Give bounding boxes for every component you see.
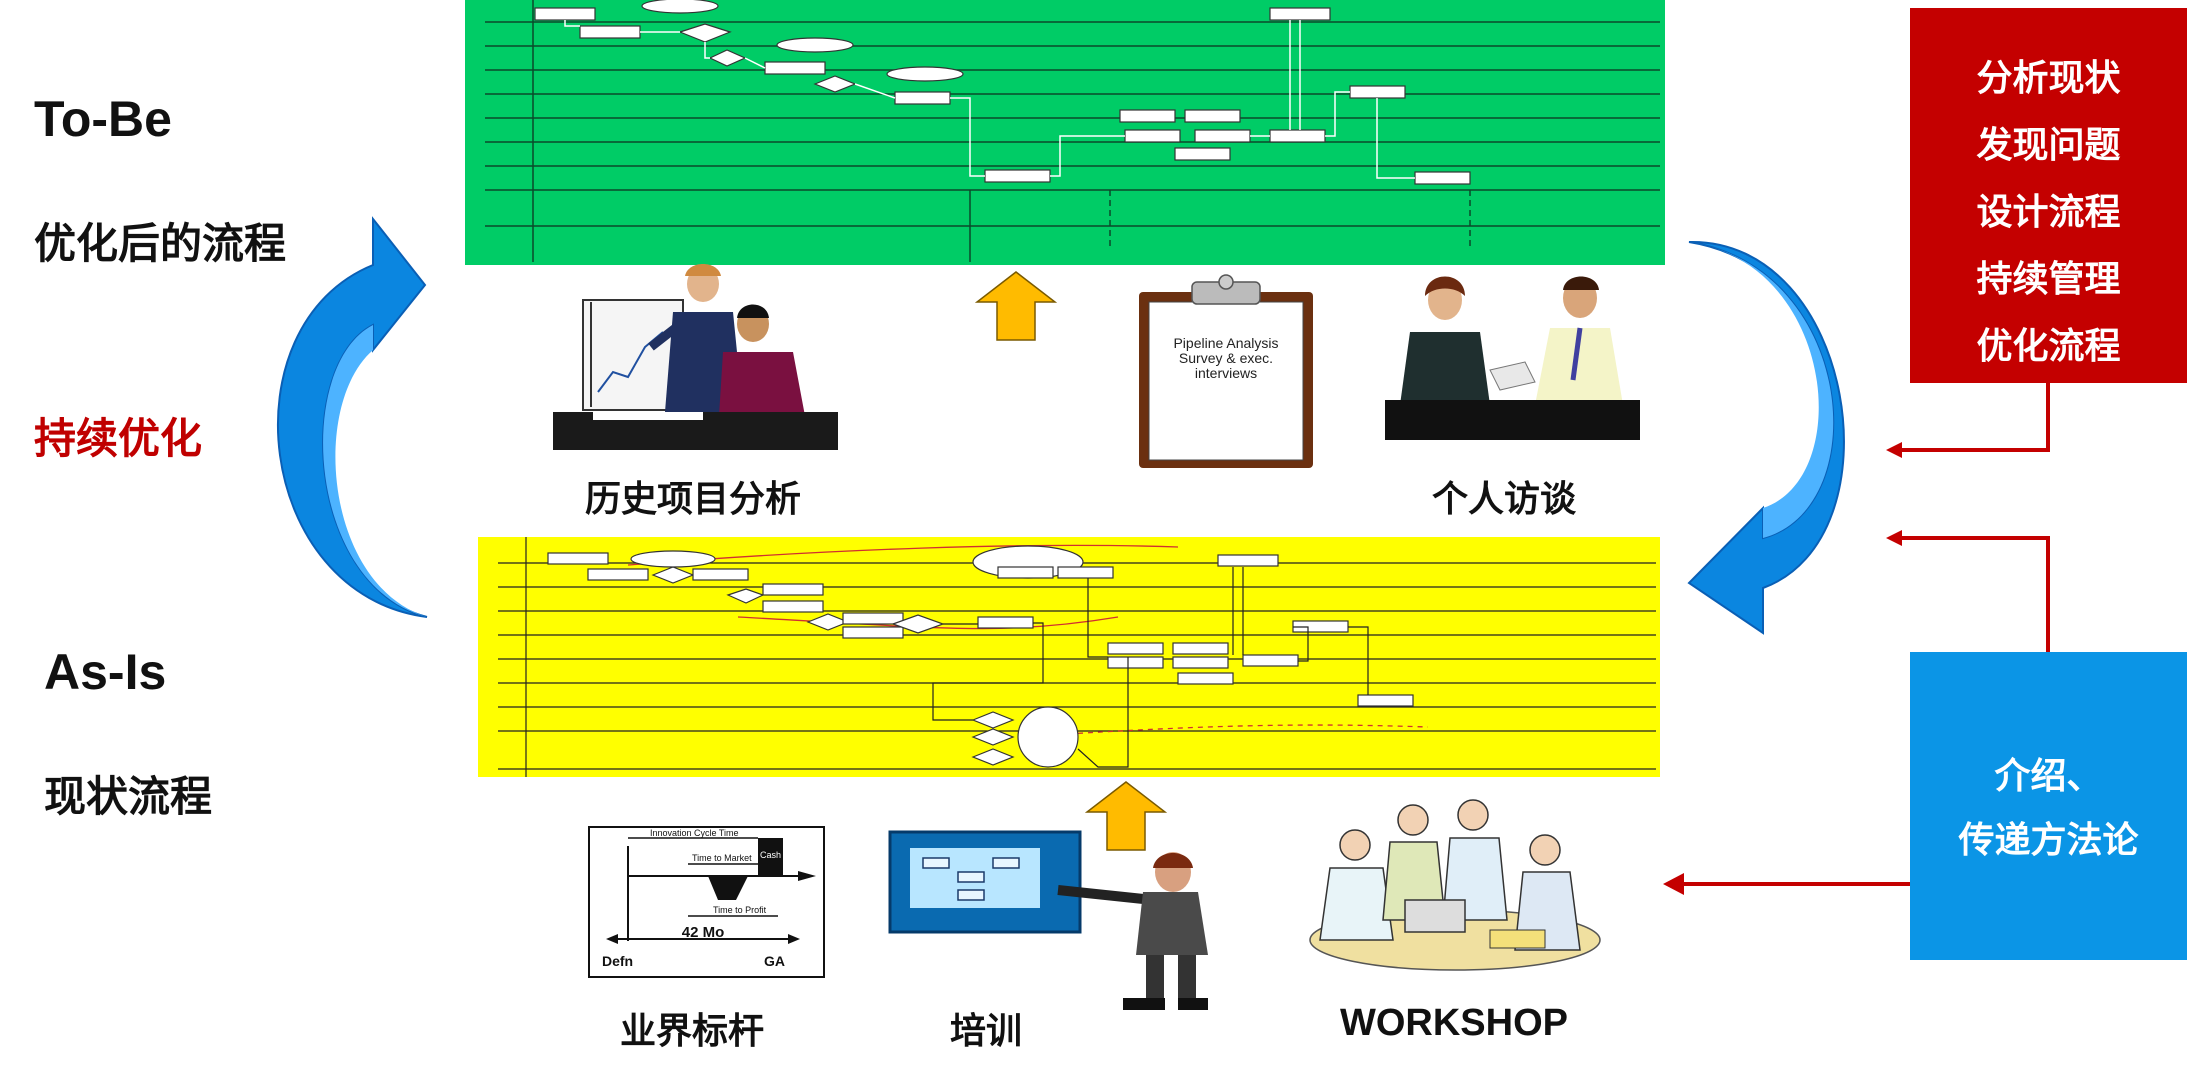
history-analysis-illustration [553, 264, 838, 450]
red-box-line: 设计流程 [1976, 191, 2121, 232]
red-box-line: 发现问题 [1976, 124, 2121, 165]
interview-illustration [1385, 276, 1640, 440]
caption-interview: 个人访谈 [1432, 478, 1577, 519]
benchmark-profit-label: Time to Profit [713, 905, 767, 915]
to-be-subtitle: 优化后的流程 [34, 220, 287, 267]
caption-benchmark: 业界标杆 [620, 1010, 765, 1051]
benchmark-cash-label: Cash Flows [760, 850, 808, 860]
training-illustration [888, 830, 1208, 1010]
continuous-optimization-label: 持续优化 [34, 415, 203, 462]
red-box-line: 优化流程 [1976, 325, 2121, 366]
analysis-steps-box: 分析现状 发现问题 设计流程 持续管理 优化流程 [1910, 8, 2187, 383]
clipboard-line2: Survey & exec. [1179, 350, 1273, 366]
blue-box-line: 传递方法论 [1958, 819, 2139, 860]
red-box-line: 持续管理 [1976, 258, 2121, 299]
as-is-process-map [478, 537, 1660, 777]
clipboard-illustration: Pipeline Analysis Survey & exec. intervi… [1139, 274, 1313, 468]
blue-box-line: 介绍、 [1994, 755, 2103, 796]
benchmark-months-label: 42 Mo [682, 924, 725, 941]
benchmark-market-label: Time to Market [692, 853, 752, 863]
to-be-title: To-Be [34, 91, 172, 147]
as-is-title: As-Is [44, 644, 167, 700]
benchmark-chart: Innovation Cycle Time Time to Market Cas… [588, 826, 825, 978]
as-is-subtitle: 现状流程 [44, 773, 213, 820]
caption-history-analysis: 历史项目分析 [585, 478, 802, 519]
caption-workshop: WORKSHOP [1340, 1002, 1568, 1044]
red-box-line: 分析现状 [1976, 57, 2121, 98]
workshop-illustration [1309, 799, 1601, 971]
methodology-box: 介绍、 传递方法论 [1910, 652, 2187, 960]
benchmark-start-label: Defn [602, 953, 633, 969]
caption-training: 培训 [950, 1010, 1023, 1051]
benchmark-top-label: Innovation Cycle Time [650, 828, 739, 838]
up-arrow-bottom-icon [1085, 781, 1167, 851]
up-arrow-top-icon [975, 271, 1057, 341]
clipboard-line1: Pipeline Analysis [1173, 335, 1278, 351]
clipboard-line3: interviews [1195, 365, 1257, 381]
cycle-arrow-down-icon [1687, 240, 1845, 635]
benchmark-end-label: GA [764, 953, 785, 969]
to-be-process-map [465, 0, 1665, 265]
cycle-arrow-up-icon [276, 216, 428, 618]
